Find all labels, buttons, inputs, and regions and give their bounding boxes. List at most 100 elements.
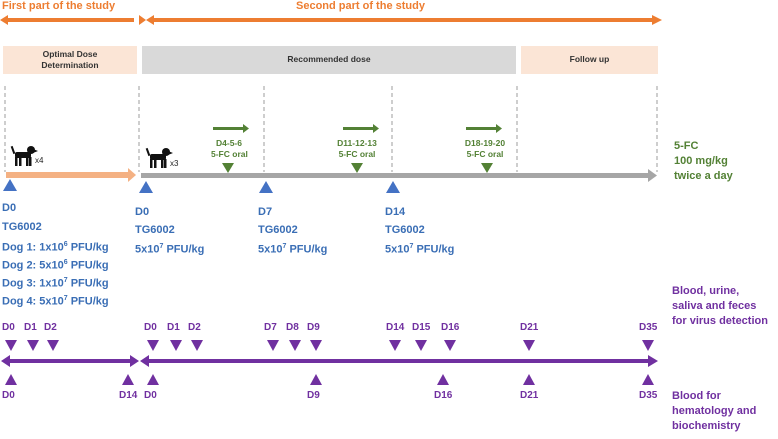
hematology-sample-marker: [310, 374, 322, 385]
phase-box-recommended-bg: [142, 46, 516, 74]
hematology-sample-day-label: D35: [639, 390, 658, 401]
fc-dose-note-line-3: twice a day: [674, 169, 733, 182]
oral-period-1-days: D4-5-6: [216, 138, 242, 148]
virus-sample-marker: [191, 340, 203, 351]
phase-box-optimal-label: Optimal Dose Determination: [41, 48, 99, 70]
fc-dose-note: 5-FC 100 mg/kg twice a day: [674, 139, 733, 184]
dog-dose-3: Dog 3: 1x107 PFU/kg: [2, 277, 109, 290]
phase-box-recommended-label: Recommended dose: [287, 54, 371, 65]
oral-5fc-markers: [213, 124, 502, 173]
oral-period-3-label: 5-FC oral: [466, 148, 504, 159]
first-dose-product: TG6002: [2, 221, 42, 233]
hematology-label-line-1: Blood for: [672, 390, 721, 402]
virus-sample-marker: [47, 340, 59, 351]
hematology-markers: [5, 374, 654, 385]
hematology-sample-marker: [122, 374, 134, 385]
virus-sample-marker: [170, 340, 182, 351]
recommended-dose-d7-product: TG6002: [258, 224, 298, 236]
virus-detection-label-line-1: Blood, urine,: [672, 285, 740, 297]
dog-dose-4: Dog 4: 5x107 PFU/kg: [2, 295, 109, 308]
virus-sample-marker: [289, 340, 301, 351]
dose-triangles: [3, 179, 400, 193]
virus-detection-label: Blood, urine, saliva and feces for virus…: [672, 284, 768, 329]
virus-sample-day-label: D2: [188, 322, 201, 333]
virus-sample-day-label: D0: [2, 322, 15, 333]
sampling-timeline-second: [140, 355, 658, 367]
recommended-dose-d7-amount: 5x107 PFU/kg: [258, 243, 328, 256]
recommended-dose-d7-day: D7: [258, 206, 273, 218]
recommended-dose-d0-day: D0: [135, 206, 150, 218]
fc-dose-note-line-2: 100 mg/kg: [674, 154, 728, 167]
phase-arrow-first: [0, 15, 134, 25]
hematology-sample-marker: [147, 374, 159, 385]
virus-sample-day-label: D1: [24, 322, 37, 333]
hematology-sample-day-label: D9: [307, 390, 320, 401]
recommended-dose-d0-product: TG6002: [135, 224, 175, 236]
hematology-sample-day-label: D14: [119, 390, 138, 401]
virus-sample-marker: [444, 340, 456, 351]
oral-period-1: D4-5-6 5-FC oral: [211, 138, 248, 159]
second-part-timeline-arrow: [141, 169, 657, 182]
virus-sample-marker: [27, 340, 39, 351]
virus-sample-marker: [310, 340, 322, 351]
recommended-dose-d0-amount: 5x107 PFU/kg: [135, 243, 205, 256]
phase-box-recommended: Recommended dose: [142, 46, 516, 74]
hematology-sample-day-label: D16: [434, 390, 453, 401]
virus-sample-marker: [267, 340, 279, 351]
virus-detection-label-line-3: for virus detection: [672, 314, 768, 327]
hematology-sample-marker: [523, 374, 535, 385]
virus-detection-label-line-2: saliva and feces: [672, 299, 757, 312]
virus-sample-marker: [642, 340, 654, 351]
virus-sample-marker: [523, 340, 535, 351]
virus-sample-marker: [415, 340, 427, 351]
hematology-sample-day-label: D0: [2, 390, 15, 401]
hematology-sample-day-label: D0: [144, 390, 157, 401]
hematology-label-line-2: hematology and: [672, 404, 757, 417]
oral-period-3: D18-19-20 5-FC oral: [459, 138, 511, 159]
recommended-dose-d14-product: TG6002: [385, 224, 425, 236]
dog-icon-first: [10, 145, 38, 166]
dose-marker-d7: [259, 181, 273, 193]
fc-dose-note-line-1: 5-FC: [674, 140, 699, 152]
oral-period-2-days: D11-12-13: [337, 138, 377, 148]
first-dose-day: D0: [2, 202, 17, 214]
virus-sample-day-label: D8: [286, 322, 299, 333]
dog-count-first: x4: [35, 156, 44, 165]
dashed-separators: [4, 86, 658, 172]
phase-box-optimal: Optimal Dose Determination: [3, 46, 137, 74]
oral-period-3-days: D18-19-20: [464, 138, 506, 148]
hematology-label-line-3: biochemistry: [672, 419, 741, 432]
hematology-sample-day-label: D21: [520, 390, 539, 401]
hematology-sample-marker: [437, 374, 449, 385]
phase-box-followup: Follow up: [521, 46, 658, 74]
phase-title-first: First part of the study: [2, 0, 116, 12]
virus-sample-day-label: D9: [307, 322, 320, 333]
dose-marker-d0: [139, 181, 153, 193]
recommended-dose-d14-day: D14: [385, 206, 406, 218]
virus-sample-marker: [147, 340, 159, 351]
sampling-timeline-first: [1, 355, 139, 367]
dose-marker-first-d0: [3, 179, 17, 191]
dog-dose-2: Dog 2: 5x106 PFU/kg: [2, 259, 109, 272]
first-part-timeline-arrow: [6, 168, 136, 182]
virus-sample-day-label: D1: [167, 322, 180, 333]
hematology-sample-marker: [642, 374, 654, 385]
virus-sample-marker: [389, 340, 401, 351]
virus-sample-day-label: D14: [386, 322, 405, 333]
virus-sample-marker: [5, 340, 17, 351]
virus-sample-day-label: D2: [44, 322, 57, 333]
recommended-dose-d14-amount: 5x107 PFU/kg: [385, 243, 455, 256]
dog-dose-1: Dog 1: 1x106 PFU/kg: [2, 241, 109, 254]
virus-sample-day-label: D16: [441, 322, 460, 333]
phase-box-optimal-bg: [3, 46, 137, 74]
oral-period-2: D11-12-13 5-FC oral: [331, 138, 383, 159]
dog-count-second: x3: [170, 159, 179, 168]
phase-arrow-second: [139, 15, 662, 25]
virus-sample-day-label: D21: [520, 322, 539, 333]
phase-box-followup-label: Follow up: [569, 54, 610, 65]
virus-sample-day-label: D0: [144, 322, 157, 333]
virus-sample-day-label: D15: [412, 322, 431, 333]
dog-icon-second: [145, 147, 173, 168]
